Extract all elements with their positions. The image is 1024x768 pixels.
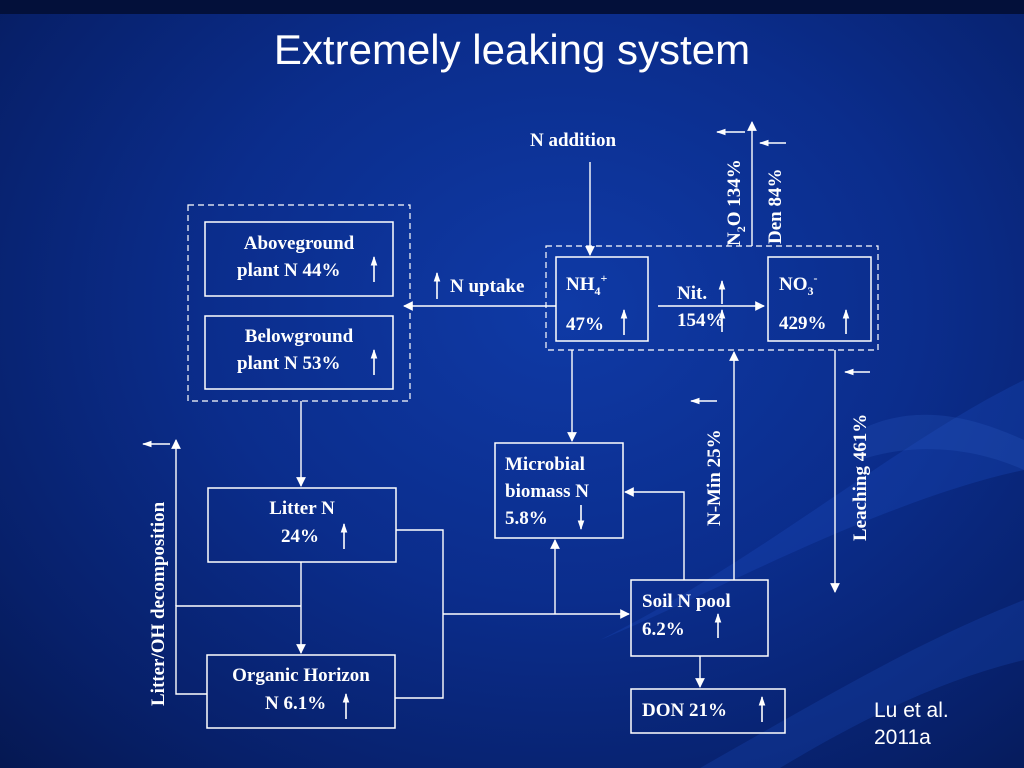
- nitrification-value: 154%: [677, 310, 725, 331]
- aboveground-label-line2: plant N 44%: [237, 260, 340, 281]
- nitrification-label: Nit.: [677, 283, 707, 304]
- belowground-label-line1: Belowground: [245, 326, 354, 347]
- don-label: DON 21%: [642, 700, 727, 721]
- n2o-label: N2O 134%: [724, 159, 748, 246]
- citation-line1: Lu et al.: [874, 699, 949, 722]
- aboveground-plant-box: [204, 221, 394, 297]
- n-min-label: N-Min 25%: [704, 429, 725, 526]
- soil-pool-label-line2: 6.2%: [642, 619, 685, 640]
- soil-to-microbial-arrow: [624, 487, 685, 580]
- litter-to-soil-connector: [396, 529, 444, 614]
- n-addition-label: N addition: [530, 130, 616, 151]
- slide-top-bar: [0, 0, 1024, 14]
- inorganic-n-group-box: [545, 245, 879, 351]
- litter-label-line2: 24%: [281, 526, 319, 547]
- belowground-plant-box: [204, 315, 394, 390]
- belowground-label-line2: plant N 53%: [237, 353, 340, 374]
- no3-box: [767, 256, 872, 342]
- nh4-label: NH4+: [566, 271, 608, 298]
- litter-label-line1: Litter N: [269, 498, 335, 519]
- nh4-value: 47%: [566, 314, 604, 335]
- aboveground-label-line1: Aboveground: [244, 233, 355, 254]
- no3-value: 429%: [779, 313, 827, 334]
- litter-decomposition-label: Litter/OH decomposition: [148, 501, 169, 706]
- don-box: [630, 688, 786, 734]
- leaching-label: Leaching 461%: [850, 414, 871, 541]
- den-label: Den 84%: [765, 169, 786, 244]
- microbial-label-line2: biomass N: [505, 481, 589, 502]
- n-uptake-label: N uptake: [450, 276, 524, 297]
- organic-label-line2: N 6.1%: [265, 693, 326, 714]
- soil-pool-label-line1: Soil N pool: [642, 591, 731, 612]
- citation: Lu et al. 2011a: [874, 697, 1004, 751]
- microbial-biomass-box: [494, 442, 624, 539]
- no3-label: NO3-: [779, 271, 818, 298]
- organic-horizon-box: [206, 654, 396, 729]
- change-indicators: [142, 128, 870, 722]
- flow-arrows: [171, 121, 840, 699]
- nh4-box: [555, 256, 649, 342]
- decomposition-return-arrow: [175, 605, 301, 695]
- organic-to-soil-connector: [395, 614, 444, 699]
- organic-label-line1: Organic Horizon: [232, 665, 370, 686]
- microbial-label-line1: Microbial: [505, 454, 585, 475]
- microbial-label-line3: 5.8%: [505, 508, 548, 529]
- citation-line2: 2011a: [874, 726, 931, 749]
- slide-title: Extremely leaking system: [273, 26, 751, 73]
- litter-n-box: [207, 487, 397, 563]
